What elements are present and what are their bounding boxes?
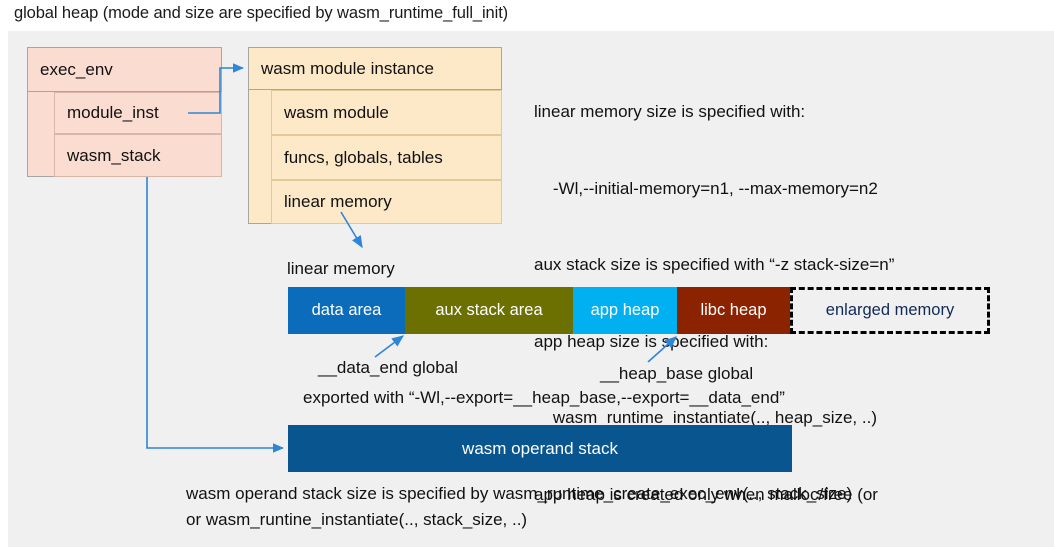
wasm-operand-stack-bar: wasm operand stack bbox=[288, 425, 792, 472]
module-field-funcs-globals-tables-label: funcs, globals, tables bbox=[284, 147, 443, 167]
diagram-title: global heap (mode and size are specified… bbox=[14, 4, 509, 22]
note-line-2: aux stack size is specified with “-z sta… bbox=[534, 255, 895, 274]
memory-segment-libc-heap: libc heap bbox=[677, 287, 790, 334]
note-line-4: wasm_runtime_instantiate(.., heap_size, … bbox=[534, 408, 877, 427]
exec-env-header-label: exec_env bbox=[40, 59, 113, 79]
module-field-funcs-globals-tables: funcs, globals, tables bbox=[271, 135, 502, 180]
runtime-notes: linear memory size is specified with: -W… bbox=[534, 48, 894, 547]
module-field-wasm-module-label: wasm module bbox=[284, 102, 389, 122]
note-line-5: app heap is created only when malloc/fre… bbox=[534, 484, 878, 504]
memory-segment-data-area: data area bbox=[288, 287, 405, 334]
module-field-linear-memory-label: linear memory bbox=[284, 192, 392, 211]
memory-segment-data-area-label: data area bbox=[311, 301, 382, 319]
note-line-0: linear memory size is specified with: bbox=[534, 102, 806, 121]
linear-memory-strip-label: linear memory bbox=[287, 259, 395, 278]
memory-segment-app-heap: app heap bbox=[573, 287, 677, 334]
operand-stack-caption: wasm operand stack size is specified by … bbox=[186, 484, 853, 529]
memory-segment-enlarged-memory: enlarged memory bbox=[790, 287, 990, 334]
exec-env-field-module-inst: module_inst bbox=[54, 92, 222, 134]
wasm-module-instance-header-label: wasm module instance bbox=[261, 58, 434, 78]
memory-segment-app-heap-label: app heap bbox=[590, 301, 660, 319]
exec-env-header: exec_env bbox=[27, 47, 222, 92]
exec-env-field-wasm-stack-label: wasm_stack bbox=[67, 145, 161, 165]
annotation-heap-base-global: __heap_base global bbox=[600, 364, 754, 383]
memory-segment-libc-heap-label: libc heap bbox=[700, 301, 767, 319]
note-line-1: -Wl,--initial-memory=n1, --max-memory=n2 bbox=[534, 178, 878, 198]
exec-env-field-wasm-stack: wasm_stack bbox=[54, 134, 222, 177]
exec-env-field-module-inst-label: module_inst bbox=[67, 103, 159, 122]
memory-segment-aux-stack-area-label: aux stack area bbox=[435, 301, 543, 319]
wasm-operand-stack-label: wasm operand stack bbox=[462, 438, 618, 458]
module-field-linear-memory: linear memory bbox=[271, 180, 502, 224]
module-field-wasm-module: wasm module bbox=[271, 90, 502, 135]
wasm-module-instance-header: wasm module instance bbox=[248, 47, 502, 90]
annotation-exported-with: exported with “-Wl,--export=__heap_base,… bbox=[303, 388, 785, 407]
annotation-data-end-global: __data_end global bbox=[318, 358, 458, 377]
memory-segment-enlarged-memory-label: enlarged memory bbox=[825, 301, 955, 319]
memory-segment-aux-stack-area: aux stack area bbox=[405, 287, 573, 334]
